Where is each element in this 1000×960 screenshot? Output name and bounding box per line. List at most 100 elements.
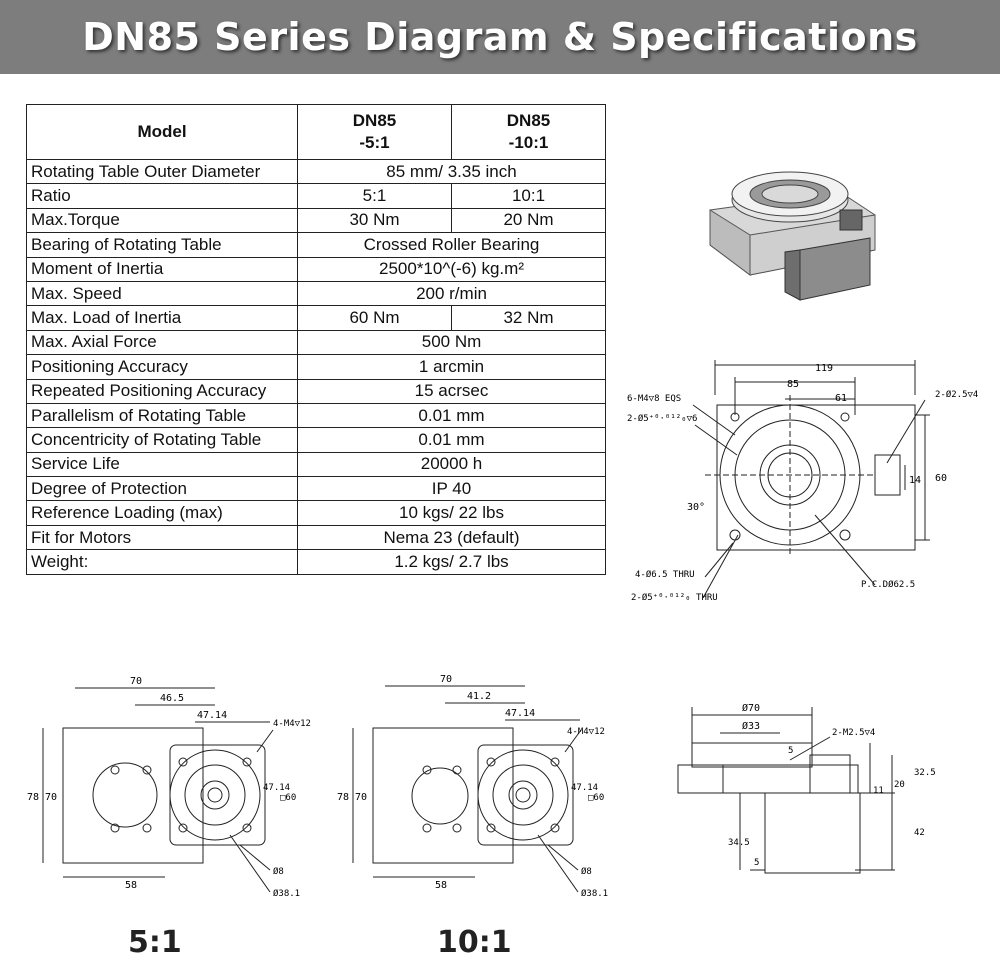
table-row: Weight:1.2 kgs/ 2.7 lbs — [26, 549, 606, 575]
angle-30: 30° — [687, 502, 705, 513]
dim-78: 78 — [27, 792, 39, 803]
bottom-view-10-1: 70 41.2 47.14 4-M4▽12 78 70 47.14 □60 58… — [337, 674, 608, 899]
row-label: Concentricity of Rotating Table — [26, 427, 298, 453]
row-label: Moment of Inertia — [26, 256, 298, 282]
row-value-v1: 5:1 — [297, 183, 452, 209]
row-value-v1: 30 Nm — [297, 207, 452, 234]
row-label: Max. Load of Inertia — [26, 305, 298, 331]
dim-60: 60 — [935, 473, 947, 484]
dim-34-5: 34.5 — [728, 838, 750, 848]
row-value: Nema 23 (default) — [297, 524, 606, 551]
row-value: 15 acrsec — [297, 378, 606, 404]
label-m4-12: 4-M4▽12 — [567, 727, 605, 737]
dim-70-vertical: 70 — [355, 792, 367, 803]
label-d5-pin: 2-Ø5⁺⁰·⁰¹²₀▽6 — [627, 413, 697, 424]
dim-d38: Ø38.1 — [273, 888, 300, 899]
dim-d8: Ø8 — [581, 866, 592, 877]
product-photo — [709, 171, 876, 301]
dim-58: 58 — [125, 880, 137, 891]
dim-d33: Ø33 — [742, 720, 760, 732]
dim-61: 61 — [835, 393, 847, 404]
label-pcd: P.C.DØ62.5 — [861, 579, 915, 590]
row-value-v2: 10:1 — [451, 183, 606, 209]
row-label: Rotating Table Outer Diameter — [26, 158, 298, 185]
dim-11: 11 — [873, 786, 884, 796]
row-value: 2500*10^(-6) kg.m² — [297, 256, 606, 282]
dim-70: 70 — [130, 676, 142, 687]
page-title: DN85 Series Diagram & Specifications — [82, 15, 918, 59]
model-header: Model — [26, 104, 298, 160]
spec-table: Model DN85 -5:1 DN85 -10:1 Rotating Tabl… — [26, 104, 606, 575]
dim-119: 119 — [815, 363, 833, 374]
row-value: 1.2 kgs/ 2.7 lbs — [297, 549, 606, 575]
col2-header: DN85 -10:1 — [451, 104, 606, 160]
dim-47-14: 47.14 — [197, 710, 227, 721]
dim-32-5: 32.5 — [914, 768, 936, 778]
dim-14: 14 — [909, 475, 921, 486]
ratio-label-5-1: 5:1 — [128, 925, 182, 960]
row-value: 500 Nm — [297, 329, 606, 356]
row-value: 0.01 mm — [297, 402, 606, 429]
row-label: Service Life — [26, 451, 298, 478]
row-value: Crossed Roller Bearing — [297, 232, 606, 258]
col1-header: DN85 -5:1 — [297, 104, 452, 160]
row-value-v2: 32 Nm — [451, 305, 606, 331]
dim-d70: Ø70 — [742, 702, 760, 714]
dim-78: 78 — [337, 792, 349, 803]
row-value: 85 mm/ 3.35 inch — [297, 158, 606, 185]
dim-d38: Ø38.1 — [581, 888, 608, 899]
label-m4-eqs: 6-M4▽8 EQS — [627, 394, 681, 404]
dim-85: 85 — [787, 379, 799, 390]
label-d25-hole: 2-Ø2.5▽4 — [935, 389, 978, 400]
dim-47-14-vertical: 47.14 — [571, 783, 598, 793]
label-d5-thru: 2-Ø5⁺⁰·⁰¹²₀ THRU — [631, 592, 718, 603]
label-m4-12: 4-M4▽12 — [273, 719, 311, 729]
label-m25: 2-M2.5▽4 — [832, 728, 875, 738]
col1-header-line1: DN85 — [352, 111, 397, 130]
dim-41-2: 41.2 — [467, 691, 491, 702]
row-label: Positioning Accuracy — [26, 354, 298, 380]
col2-header-line1: DN85 — [506, 111, 551, 130]
row-label: Ratio — [26, 183, 298, 209]
dim-47-14-vertical: 47.14 — [263, 783, 290, 793]
side-view-drawing: Ø70 Ø33 2-M2.5▽4 5 32.5 20 11 42 34.5 5 — [677, 702, 936, 874]
dim-70-vertical: 70 — [45, 792, 57, 803]
row-label: Max. Axial Force — [26, 329, 298, 356]
row-value: 1 arcmin — [297, 354, 606, 380]
dim-70: 70 — [440, 674, 452, 685]
row-label: Fit for Motors — [26, 524, 298, 551]
title-banner: DN85 Series Diagram & Specifications — [0, 0, 1000, 74]
row-label: Max. Speed — [26, 280, 298, 307]
row-label: Degree of Protection — [26, 476, 298, 502]
dim-d8: Ø8 — [273, 866, 284, 877]
dim-5: 5 — [788, 746, 793, 756]
row-value: IP 40 — [297, 476, 606, 502]
row-value: 20000 h — [297, 451, 606, 478]
dim-square-60: □60 — [280, 793, 296, 803]
dim-5-bottom: 5 — [754, 858, 759, 868]
table-header-row: Model DN85 -5:1 DN85 -10:1 — [26, 104, 606, 160]
row-value: 10 kgs/ 22 lbs — [297, 500, 606, 526]
row-value-v2: 20 Nm — [451, 207, 606, 234]
row-label: Reference Loading (max) — [26, 500, 298, 526]
ratio-label-10-1: 10:1 — [437, 925, 512, 960]
col2-header-line2: -10:1 — [508, 133, 549, 152]
row-label: Parallelism of Rotating Table — [26, 402, 298, 429]
rotary-table-illustration — [709, 171, 876, 301]
dim-47-14: 47.14 — [505, 708, 535, 719]
col1-header-line2: -5:1 — [359, 133, 390, 152]
